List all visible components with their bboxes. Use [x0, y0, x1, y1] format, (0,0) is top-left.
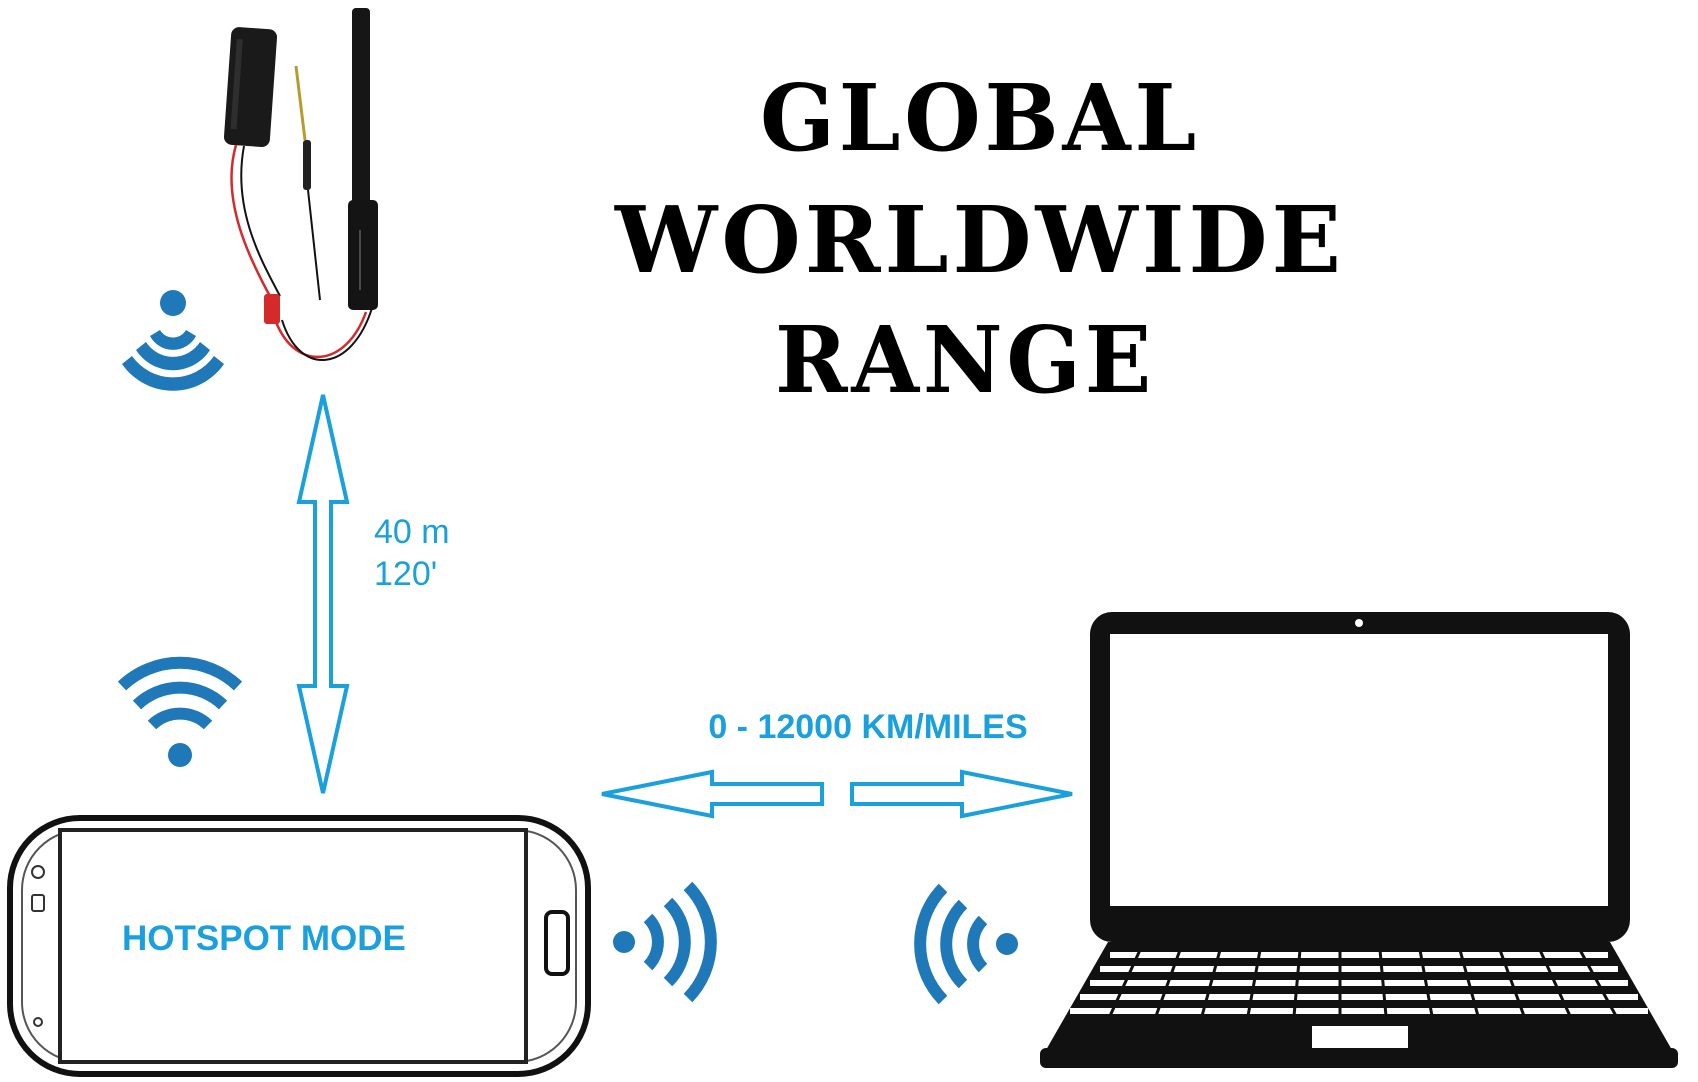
page-title: GLOBAL WORLDWIDE RANGE	[614, 64, 1345, 414]
title-line-2: WORLDWIDE	[614, 186, 1345, 294]
laptop-image	[1040, 612, 1678, 1068]
title-line-3: RANGE	[775, 306, 1155, 414]
signal-waves-right-icon	[613, 881, 717, 1003]
signal-waves-left-icon	[914, 883, 1018, 1005]
long-range-label: 0 - 12000 KM/MILES	[708, 708, 1027, 746]
laptop-keyboard	[1070, 952, 1648, 1014]
smartphone-image	[7, 815, 591, 1077]
camera-module-image	[223, 8, 378, 361]
phone-mode-label: HOTSPOT MODE	[122, 919, 406, 958]
wifi-signal-icon	[122, 290, 224, 391]
short-range-arrow	[296, 394, 350, 794]
wifi-symbol-icon	[117, 656, 243, 767]
short-range-meters: 40 m	[374, 513, 450, 551]
long-range-arrow	[601, 769, 1073, 819]
title-line-1: GLOBAL	[760, 64, 1200, 172]
short-range-feet: 120'	[374, 555, 437, 593]
